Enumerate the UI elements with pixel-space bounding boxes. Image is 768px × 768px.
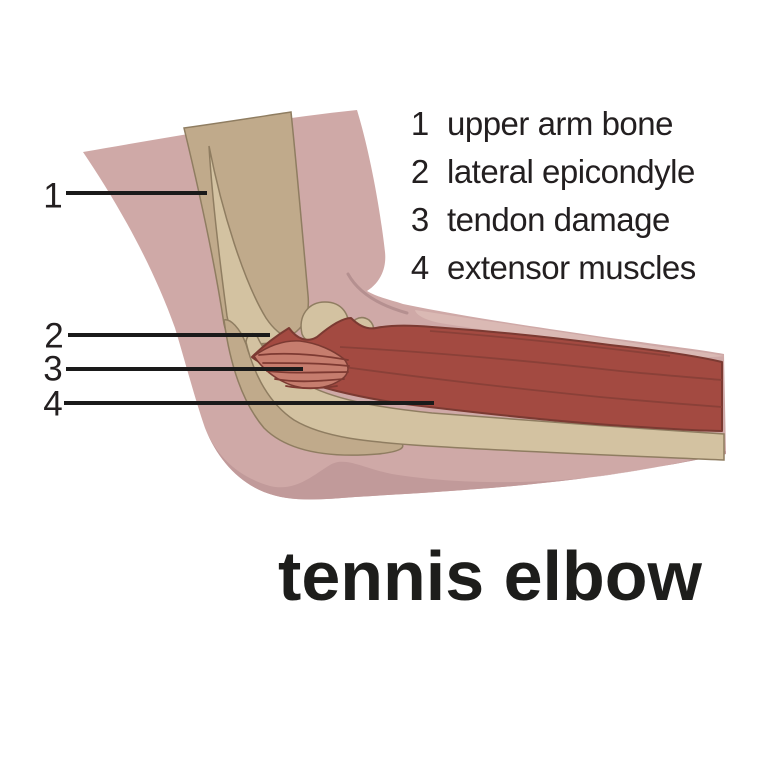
legend-item-tendon-damage: 3 tendon damage xyxy=(406,196,696,244)
legend-label: upper arm bone xyxy=(447,105,673,142)
callout-number-2: 2 xyxy=(44,316,64,356)
legend-item-lateral-epicondyle: 2 lateral epicondyle xyxy=(406,148,696,196)
page-title: tennis elbow xyxy=(278,537,702,615)
legend-label: tendon damage xyxy=(447,201,670,238)
callout-number-1: 1 xyxy=(43,176,63,216)
tendon-damage-shape xyxy=(252,340,349,390)
tendon-streak-lines xyxy=(258,352,350,390)
legend-number: 3 xyxy=(410,201,430,238)
crease-line xyxy=(346,272,409,315)
humerus-highlight-shape xyxy=(208,145,293,345)
legend-item-upper-arm-bone: 1 upper arm bone xyxy=(406,100,696,148)
legend-label: lateral epicondyle xyxy=(447,153,695,190)
skin-highlight-shape xyxy=(415,310,724,358)
legend-label: extensor muscles xyxy=(447,249,696,286)
legend-number: 4 xyxy=(410,249,430,286)
callout-number-4: 4 xyxy=(43,384,63,424)
legend-number: 1 xyxy=(410,105,430,142)
muscle-fiber-lines xyxy=(314,330,723,408)
legend-number: 2 xyxy=(410,153,430,190)
legend: 1 upper arm bone 2 lateral epicondyle 3 … xyxy=(406,100,696,292)
legend-item-extensor-muscles: 4 extensor muscles xyxy=(406,244,696,292)
skin-shadow-shape xyxy=(205,428,726,500)
callout-number-3: 3 xyxy=(43,349,63,389)
